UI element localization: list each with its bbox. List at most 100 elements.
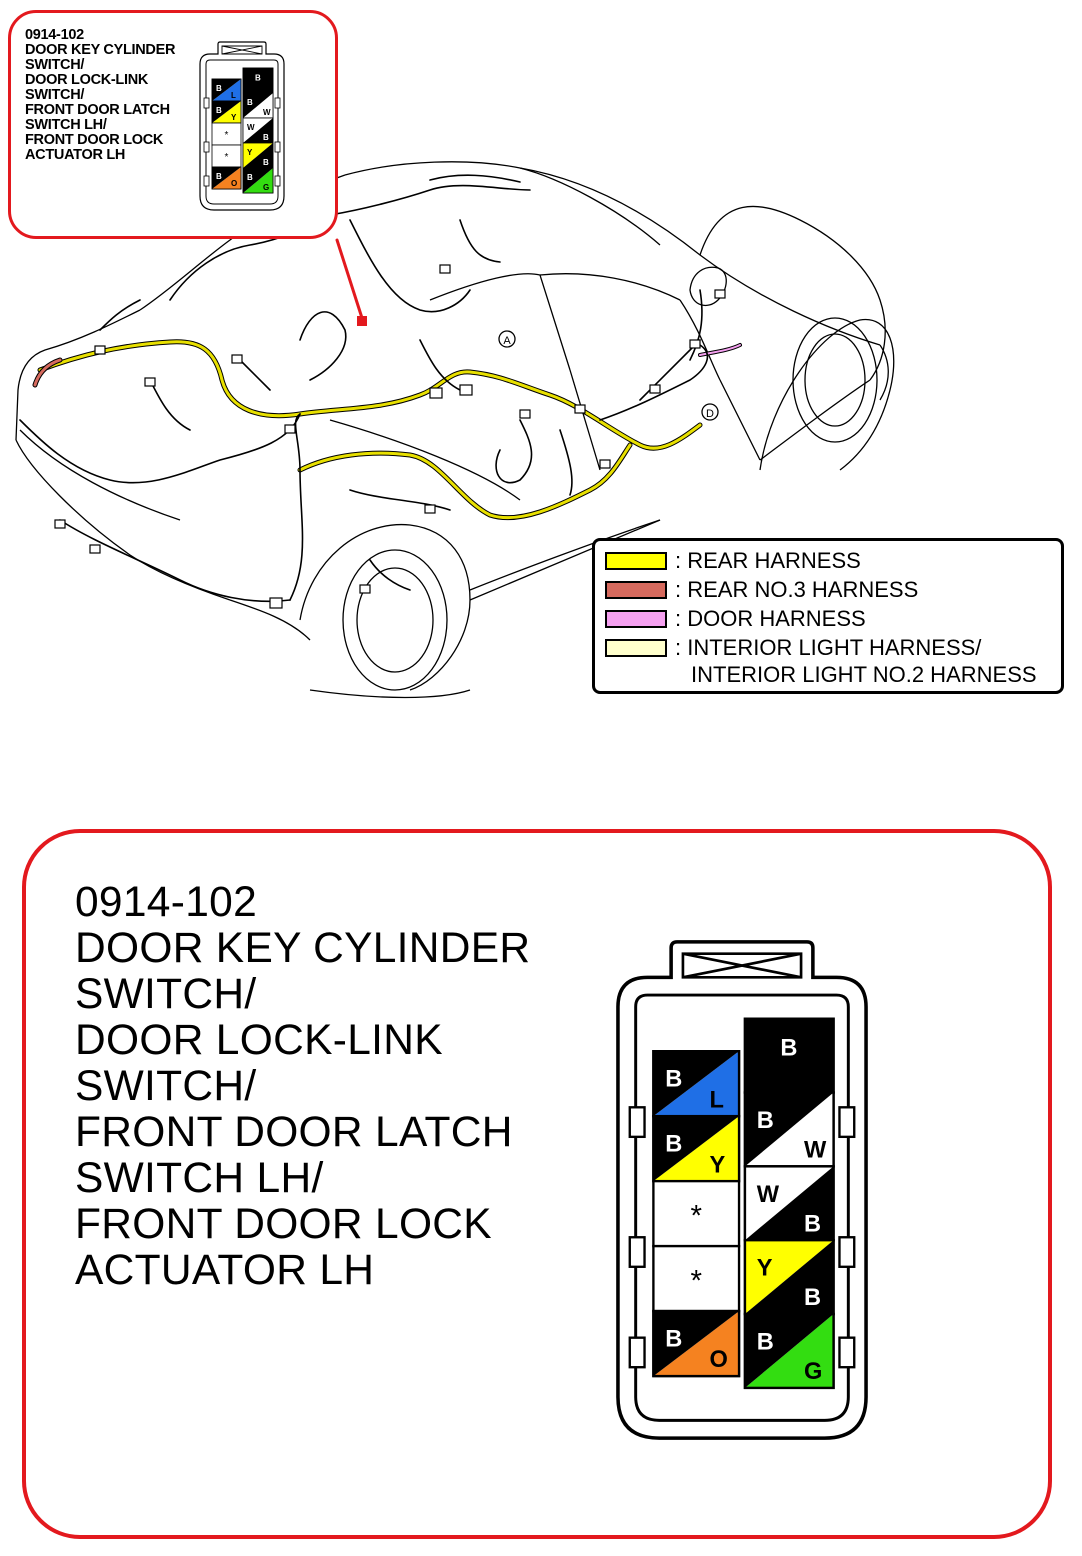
pin-wire-color-label: Y — [710, 1152, 726, 1178]
name-line: ACTUATOR LH — [25, 147, 126, 163]
name-line: ACTUATOR LH — [75, 1247, 375, 1294]
name-line: DOOR LOCK-LINK — [25, 72, 149, 88]
pin-wire-color-label: W — [757, 1182, 780, 1208]
legend-label: : DOOR HARNESS — [675, 606, 866, 631]
pin-wire-color-label: B — [665, 1132, 682, 1158]
pin-wire-color-label: O — [710, 1347, 728, 1373]
right-pin-4: YB — [242, 142, 274, 169]
vehicle-wiring-illustration: A D — [15, 161, 895, 699]
legend-item-rear-harness: : REAR HARNESS — [605, 548, 861, 573]
left-pin-2: BY — [652, 1114, 741, 1183]
right-pin-2: BW — [242, 92, 274, 119]
name-line: SWITCH/ — [75, 1063, 257, 1110]
legend-item-rear-no3-harness: : REAR NO.3 HARNESS — [605, 577, 919, 602]
right-pin-4: YB — [743, 1239, 835, 1316]
left-pin-4: * — [652, 1244, 741, 1313]
pin-wire-color-label: G — [263, 183, 269, 192]
connector-lock-tab — [221, 45, 263, 55]
pin-wire-color-label: O — [231, 179, 237, 188]
left-pin-5: BO — [211, 166, 242, 190]
pin-wire-color-label: Y — [757, 1256, 773, 1282]
left-pin-4: * — [211, 144, 242, 168]
legend-item-interior-light-harness: : INTERIOR LIGHT HARNESS/ — [605, 635, 982, 660]
name-line: SWITCH LH/ — [75, 1155, 324, 1202]
legend-label: : INTERIOR LIGHT HARNESS/ — [675, 635, 982, 660]
connector-label-large: 0914-102 DOOR KEY CYLINDER SWITCH/ DOOR … — [75, 880, 530, 1294]
connector-notch — [274, 175, 281, 187]
pin-wire-color-label: B — [247, 98, 253, 107]
pin-wire-color-label: L — [710, 1087, 724, 1113]
connector-inner-outline — [634, 993, 850, 1422]
right-pin-5: BG — [242, 167, 274, 194]
pin-wire-color-label: W — [247, 123, 255, 132]
car-body-outline — [15, 161, 895, 699]
pin-wire-color-label: W — [263, 108, 271, 117]
left-pin-5: BO — [652, 1309, 741, 1378]
right-pin-2: BW — [743, 1091, 835, 1168]
name-line: SWITCH LH/ — [25, 117, 107, 133]
right-pin-1: B — [743, 1017, 835, 1094]
marker-a: A — [498, 330, 516, 348]
left-pin-2: BY — [211, 100, 242, 124]
harness-legend: : REAR HARNESS : REAR NO.3 HARNESS : DOO… — [592, 538, 1064, 694]
name-line: SWITCH/ — [75, 971, 257, 1018]
legend-swatch — [605, 581, 667, 599]
connector-notch — [203, 175, 210, 187]
connector-notch — [838, 1336, 856, 1369]
pin-wire-color-label: B — [665, 1067, 682, 1093]
pin-wire-color-label: B — [804, 1211, 821, 1237]
name-line: FRONT DOOR LOCK — [25, 132, 164, 148]
pin-wire-color-label: Y — [247, 148, 253, 157]
right-pin-3: WB — [242, 117, 274, 144]
connector-notch — [628, 1236, 646, 1268]
name-line: SWITCH/ — [25, 57, 85, 73]
left-pin-1: BL — [211, 78, 242, 102]
pin-wire-color-label: B — [780, 1036, 797, 1062]
name-line: DOOR LOCK-LINK — [75, 1017, 443, 1064]
pin-wire-color-label: B — [216, 172, 222, 181]
pin-wire-color-label: W — [804, 1138, 827, 1164]
pin-unused-label: * — [690, 1264, 702, 1297]
legend-label: : REAR HARNESS — [675, 548, 861, 573]
pin-wire-color-label: B — [216, 106, 222, 115]
name-line: FRONT DOOR LATCH — [75, 1109, 513, 1156]
connector-notch — [628, 1106, 646, 1139]
connector-lock-tab — [681, 952, 803, 979]
connector-notch — [203, 97, 210, 109]
pin-wire-color-label: B — [247, 173, 253, 182]
legend-label-continued: INTERIOR LIGHT NO.2 HARNESS — [691, 662, 1037, 687]
legend-swatch — [605, 639, 667, 657]
pin-wire-color-label: Y — [231, 113, 237, 122]
connector-notch — [838, 1236, 856, 1268]
connector-notch — [274, 97, 281, 109]
pin-wire-color-label: L — [231, 91, 236, 100]
legend-label: : REAR NO.3 HARNESS — [675, 577, 919, 602]
name-line: FRONT DOOR LOCK — [75, 1201, 492, 1248]
name-line: SWITCH/ — [25, 87, 85, 103]
pin-wire-color-label: B — [263, 133, 269, 142]
left-pin-3: * — [211, 122, 242, 146]
connector-label-small: 0914-102 DOOR KEY CYLINDER SWITCH/ DOOR … — [25, 28, 175, 163]
right-pin-1: B — [242, 67, 274, 94]
name-line: FRONT DOOR LATCH — [25, 102, 170, 118]
legend-item-door-harness: : DOOR HARNESS — [605, 606, 866, 631]
pin-wire-color-label: B — [255, 74, 261, 83]
pin-wire-color-label: G — [804, 1359, 822, 1385]
connector-code: 0914-102 — [75, 879, 258, 926]
connector-code-small: 0914-102 — [25, 27, 84, 43]
left-pin-1: BL — [652, 1050, 741, 1118]
connector-inner-outline — [205, 59, 279, 205]
svg-text:D: D — [706, 408, 714, 420]
connector-notch — [274, 141, 281, 153]
right-pin-3: WB — [743, 1165, 835, 1242]
pin-wire-color-label: B — [757, 1108, 774, 1134]
pin-wire-color-label: B — [665, 1327, 682, 1353]
name-line: DOOR KEY CYLINDER — [75, 925, 531, 972]
legend-swatch — [605, 552, 667, 570]
connector-callout-large — [22, 829, 1052, 1539]
pin-unused-label: * — [225, 130, 229, 141]
pin-unused-label: * — [225, 152, 229, 163]
svg-text:A: A — [503, 335, 511, 347]
pin-unused-label: * — [690, 1199, 702, 1232]
